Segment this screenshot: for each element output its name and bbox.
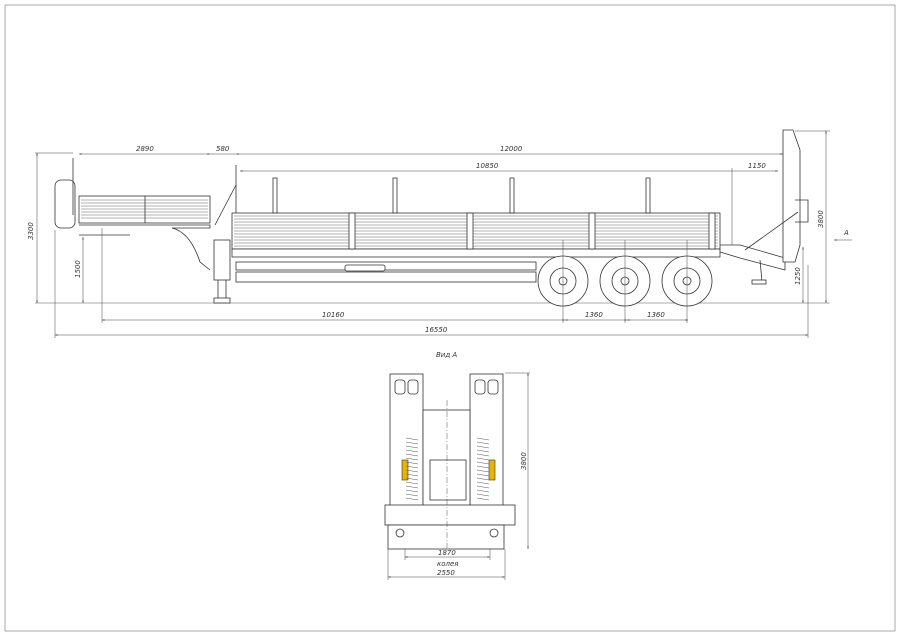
spring-coil bbox=[476, 493, 490, 497]
gooseneck-deck bbox=[78, 195, 211, 271]
side-view: A 2890 580 12000 10850 1150 3300 1500 38… bbox=[27, 129, 852, 338]
drawing-frame bbox=[4, 4, 896, 632]
spring-coil bbox=[405, 493, 419, 497]
dim-1150: 1150 bbox=[748, 162, 766, 170]
view-a-dim-3800: 3800 bbox=[520, 452, 528, 470]
spring-coil bbox=[476, 473, 490, 477]
dim-580: 580 bbox=[216, 145, 230, 153]
stake-post bbox=[392, 177, 398, 214]
spring-coil bbox=[476, 449, 490, 453]
spare-wheel bbox=[54, 179, 76, 229]
spring-coil bbox=[476, 441, 490, 445]
spring-coil bbox=[405, 465, 419, 469]
spring-coil bbox=[476, 437, 490, 441]
dim-2890: 2890 bbox=[136, 145, 154, 153]
view-a-marker: A bbox=[843, 229, 849, 237]
dim-1360-1: 1360 bbox=[585, 311, 603, 319]
spring-coil bbox=[476, 469, 490, 473]
spring-coil bbox=[405, 489, 419, 493]
spring-coil bbox=[476, 457, 490, 461]
spring-coil bbox=[405, 473, 419, 477]
spring-coil bbox=[405, 497, 419, 501]
dim-10850: 10850 bbox=[476, 162, 499, 170]
stake-post bbox=[272, 177, 278, 214]
spring-coil bbox=[405, 445, 419, 449]
tail-lamp-right bbox=[488, 459, 496, 481]
view-a-dim-2550: 2550 bbox=[437, 569, 455, 577]
spring-coil bbox=[405, 485, 419, 489]
spring-coil bbox=[405, 477, 419, 481]
tail-lamp-left bbox=[401, 459, 409, 481]
dim-1500: 1500 bbox=[74, 260, 82, 278]
view-a-track-label: колея bbox=[437, 560, 459, 568]
spring-coil bbox=[405, 449, 419, 453]
spring-coil bbox=[405, 461, 419, 465]
spring-coil bbox=[405, 481, 419, 485]
spring-coil bbox=[476, 485, 490, 489]
side-post bbox=[588, 212, 596, 250]
spring-coil bbox=[405, 457, 419, 461]
view-a-dim-1870: 1870 bbox=[438, 549, 456, 557]
side-post bbox=[708, 212, 716, 250]
dim-10160: 10160 bbox=[322, 311, 345, 319]
spring-coil bbox=[476, 477, 490, 481]
landing-gear bbox=[213, 239, 231, 304]
dim-16550: 16550 bbox=[425, 326, 448, 334]
stake-post bbox=[645, 177, 651, 214]
spring-coil bbox=[405, 437, 419, 441]
dim-3300: 3300 bbox=[27, 222, 35, 240]
spring-coil bbox=[476, 461, 490, 465]
spring-coil bbox=[405, 469, 419, 473]
dim-3800: 3800 bbox=[817, 210, 825, 228]
view-a-title: Вид А bbox=[436, 351, 457, 359]
side-post bbox=[466, 212, 474, 250]
spring-coil bbox=[476, 453, 490, 457]
spring-coil bbox=[405, 453, 419, 457]
spring-coil bbox=[476, 489, 490, 493]
spring-coil bbox=[405, 441, 419, 445]
view-a: Вид А 3800 1870 колея 2550 bbox=[384, 351, 530, 580]
dim-1250: 1250 bbox=[794, 267, 802, 285]
stake-post bbox=[509, 177, 515, 214]
dim-12000: 12000 bbox=[500, 145, 523, 153]
rear-ramp bbox=[719, 129, 809, 285]
axle-group bbox=[537, 240, 713, 323]
spring-coil bbox=[476, 481, 490, 485]
side-post bbox=[348, 212, 356, 250]
spring-coil bbox=[476, 445, 490, 449]
dim-1360-2: 1360 bbox=[647, 311, 665, 319]
spring-coil bbox=[476, 497, 490, 501]
main-platform bbox=[231, 177, 721, 283]
spring-coil bbox=[476, 465, 490, 469]
toolbox bbox=[344, 264, 386, 272]
